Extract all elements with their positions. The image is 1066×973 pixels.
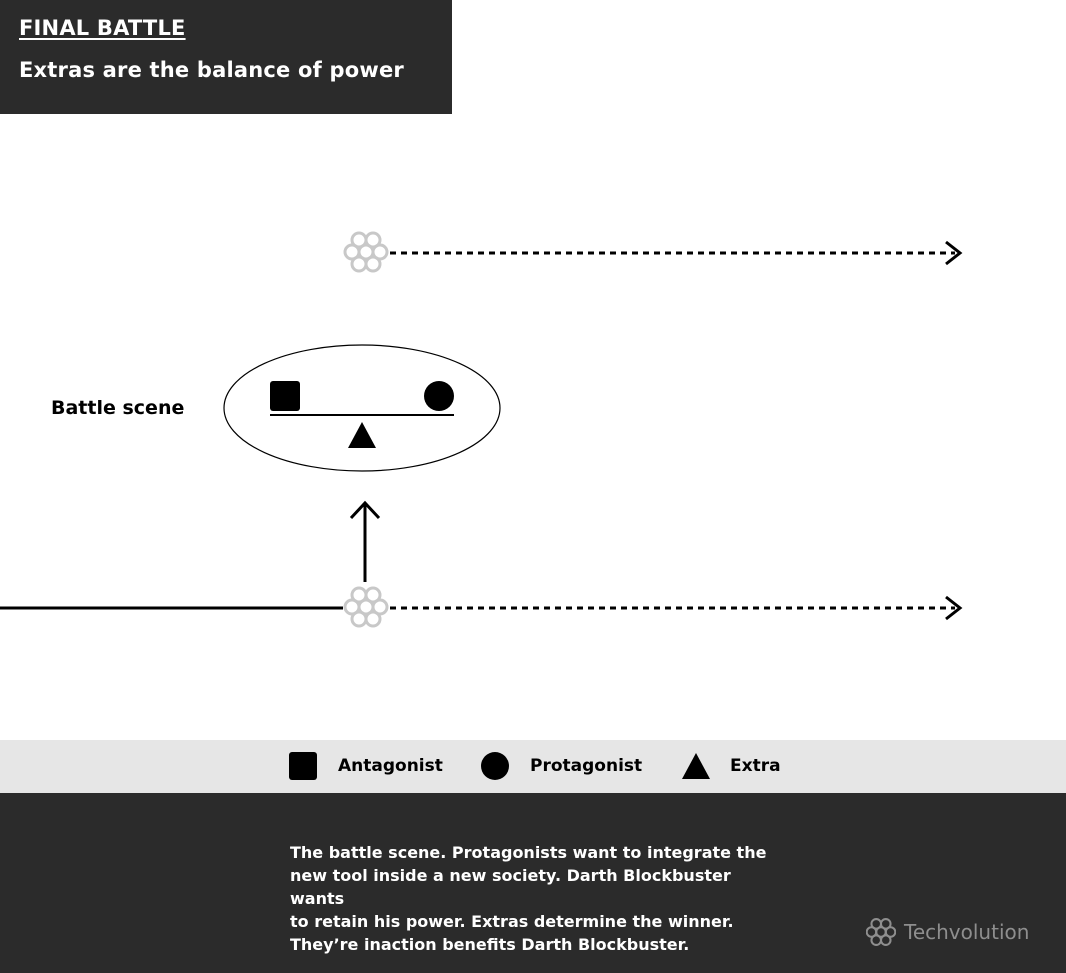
page-title: FINAL BATTLE [19, 16, 186, 40]
diagram-canvas [0, 231, 963, 628]
legend-label-protagonist: Protagonist [530, 756, 643, 776]
battle-scene-label: Battle scene [51, 397, 185, 419]
bottom-flower-node-icon [343, 586, 389, 628]
battle-scene-ellipse [223, 344, 501, 472]
footer-description: The battle scene. Protagonists want to i… [290, 843, 767, 954]
legend-label-extra: Extra [730, 756, 781, 776]
legend-circle-icon [481, 752, 509, 780]
antagonist-square-icon [270, 381, 300, 411]
brand-logo: Techvolution [866, 918, 1029, 946]
legend-square-icon [289, 752, 317, 780]
bottom-arrowhead-icon [945, 595, 963, 621]
extra-triangle-icon [348, 422, 376, 448]
brand-name: Techvolution [904, 920, 1030, 944]
top-arrowhead-icon [945, 240, 963, 266]
brand-flower-icon [866, 918, 896, 946]
legend-label-antagonist: Antagonist [338, 756, 443, 776]
legend-triangle-icon [682, 753, 710, 779]
footer-panel: The battle scene. Protagonists want to i… [0, 793, 1066, 973]
protagonist-circle-icon [424, 381, 454, 411]
legend: Antagonist Protagonist Extra [0, 740, 1066, 793]
up-arrowhead-icon [349, 500, 381, 520]
header-panel: FINAL BATTLE Extras are the balance of p… [0, 0, 452, 114]
page-subtitle: Extras are the balance of power [19, 58, 404, 82]
top-flower-node-icon [343, 231, 389, 273]
